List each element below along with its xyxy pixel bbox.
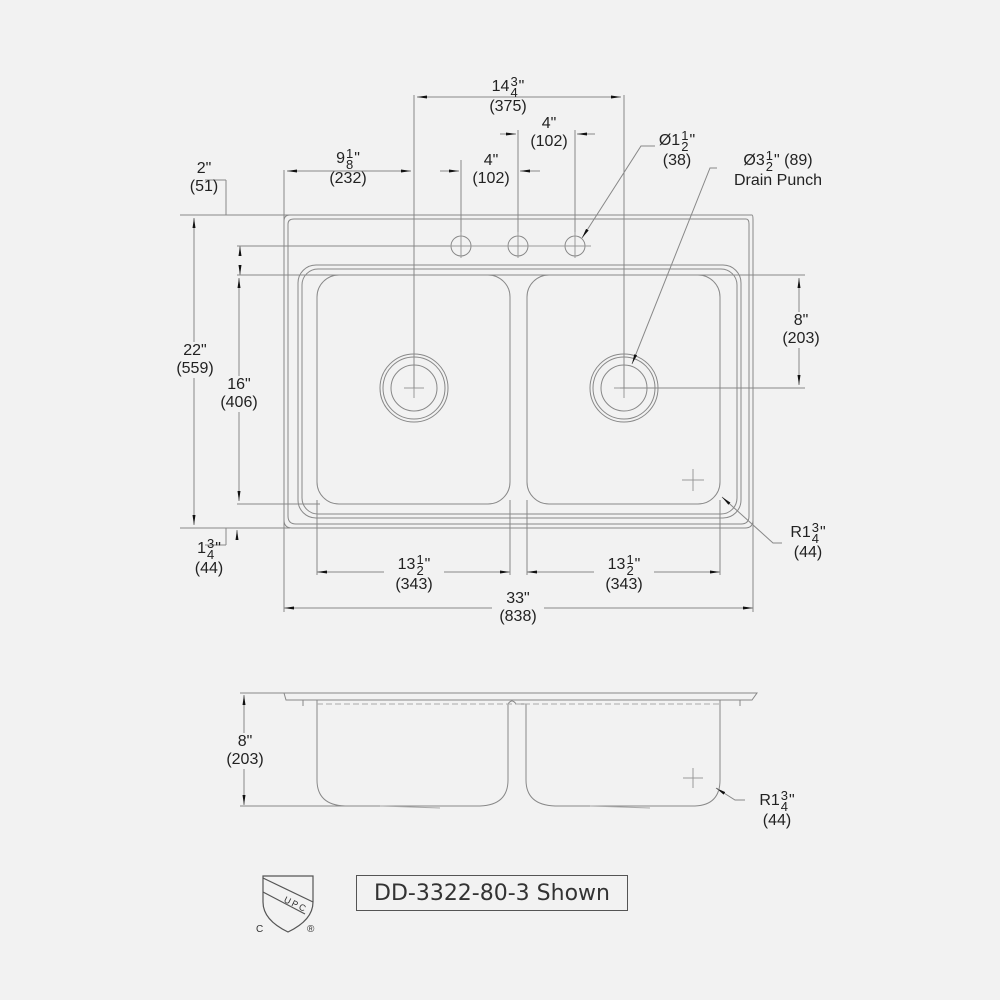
- dim-inch: 2": [196, 160, 212, 177]
- dim-mm: (232): [329, 170, 367, 187]
- dim-mm: (89): [784, 152, 813, 170]
- dim-mm: (343): [605, 576, 643, 593]
- dim-mm: (375): [489, 98, 527, 115]
- dim-mm: (559): [176, 360, 214, 377]
- dim-num: 1: [626, 552, 634, 567]
- dim-den: 2: [626, 563, 634, 578]
- overall-width-dimension: 33" (838): [492, 590, 544, 626]
- overall-depth-dimension: 22" (559): [170, 342, 220, 378]
- svg-text:C: C: [256, 924, 263, 935]
- dim-mm: (51): [189, 178, 219, 195]
- back-ledge-dimension: 2" (51): [182, 160, 226, 196]
- dim-inch: 33": [506, 590, 530, 607]
- section-view: [240, 692, 758, 809]
- dim-den: 2: [416, 563, 424, 578]
- faucet-spacing-1-dimension: 4" (102): [466, 152, 516, 188]
- dim-den: 4: [811, 531, 819, 546]
- dim-prefix: Ø1: [658, 132, 681, 150]
- dim-num: 1: [765, 148, 773, 163]
- upc-certification-mark: UPC C ®: [255, 872, 325, 936]
- dim-num: 3: [780, 788, 788, 803]
- dim-num: 1: [345, 146, 354, 161]
- dim-inch: 4": [483, 152, 499, 169]
- model-label: DD-3322-80-3 Shown: [356, 875, 628, 911]
- svg-text:®: ®: [307, 924, 315, 935]
- dim-num: 1: [681, 128, 689, 143]
- dim-whole: 13: [397, 556, 416, 574]
- dim-den: 4: [510, 85, 518, 100]
- upc-shield-icon: UPC C ®: [256, 875, 315, 935]
- dim-mm: (203): [226, 751, 264, 768]
- dim-den: 4: [206, 547, 215, 562]
- dim-mm: (44): [793, 544, 823, 561]
- dim-prefix: Ø3: [743, 152, 765, 170]
- dim-mm: (406): [220, 394, 258, 411]
- svg-text:UPC: UPC: [282, 894, 309, 914]
- dim-den: 2: [681, 139, 689, 154]
- dim-den: 4: [780, 799, 788, 814]
- dim-mm: (38): [662, 152, 692, 169]
- faucet-spacing-2-dimension: 4" (102): [524, 115, 574, 151]
- dim-prefix: R1: [790, 524, 811, 542]
- dim-num: 3: [206, 536, 215, 551]
- dim-mm: (343): [395, 576, 433, 593]
- dim-num: 1: [416, 552, 424, 567]
- dim-inch: 4": [541, 115, 557, 132]
- dim-den: 2: [765, 159, 773, 174]
- dim-whole: 14: [491, 78, 510, 96]
- dim-mm: (102): [472, 170, 510, 187]
- dim-inch: 22": [183, 342, 207, 359]
- dim-whole: 13: [607, 556, 626, 574]
- dim-mm: (102): [530, 133, 568, 150]
- dim-inch: 8": [793, 312, 809, 329]
- dim-num: 3: [811, 520, 819, 535]
- dim-mm: (44): [762, 812, 792, 829]
- dim-den: 8: [345, 157, 354, 172]
- plan-view: [283, 214, 754, 529]
- dim-inch: 8": [237, 733, 253, 750]
- dim-whole: 9: [336, 150, 345, 168]
- dim-mm: (838): [499, 608, 537, 625]
- bowl-length-dimension: 16" (406): [214, 376, 264, 412]
- drain-punch-note: Drain Punch: [733, 172, 823, 189]
- drain-from-front-dimension: 8" (203): [776, 312, 826, 348]
- bowl-depth-section-dimension: 8" (203): [220, 733, 270, 769]
- dim-mm: (44): [194, 560, 224, 577]
- dim-prefix: R1: [759, 792, 780, 810]
- dim-whole: 1: [197, 540, 206, 558]
- dim-mm: (203): [782, 330, 820, 347]
- dim-inch: 16": [227, 376, 251, 393]
- dim-num: 3: [510, 74, 518, 89]
- dimension-lines: [180, 95, 805, 612]
